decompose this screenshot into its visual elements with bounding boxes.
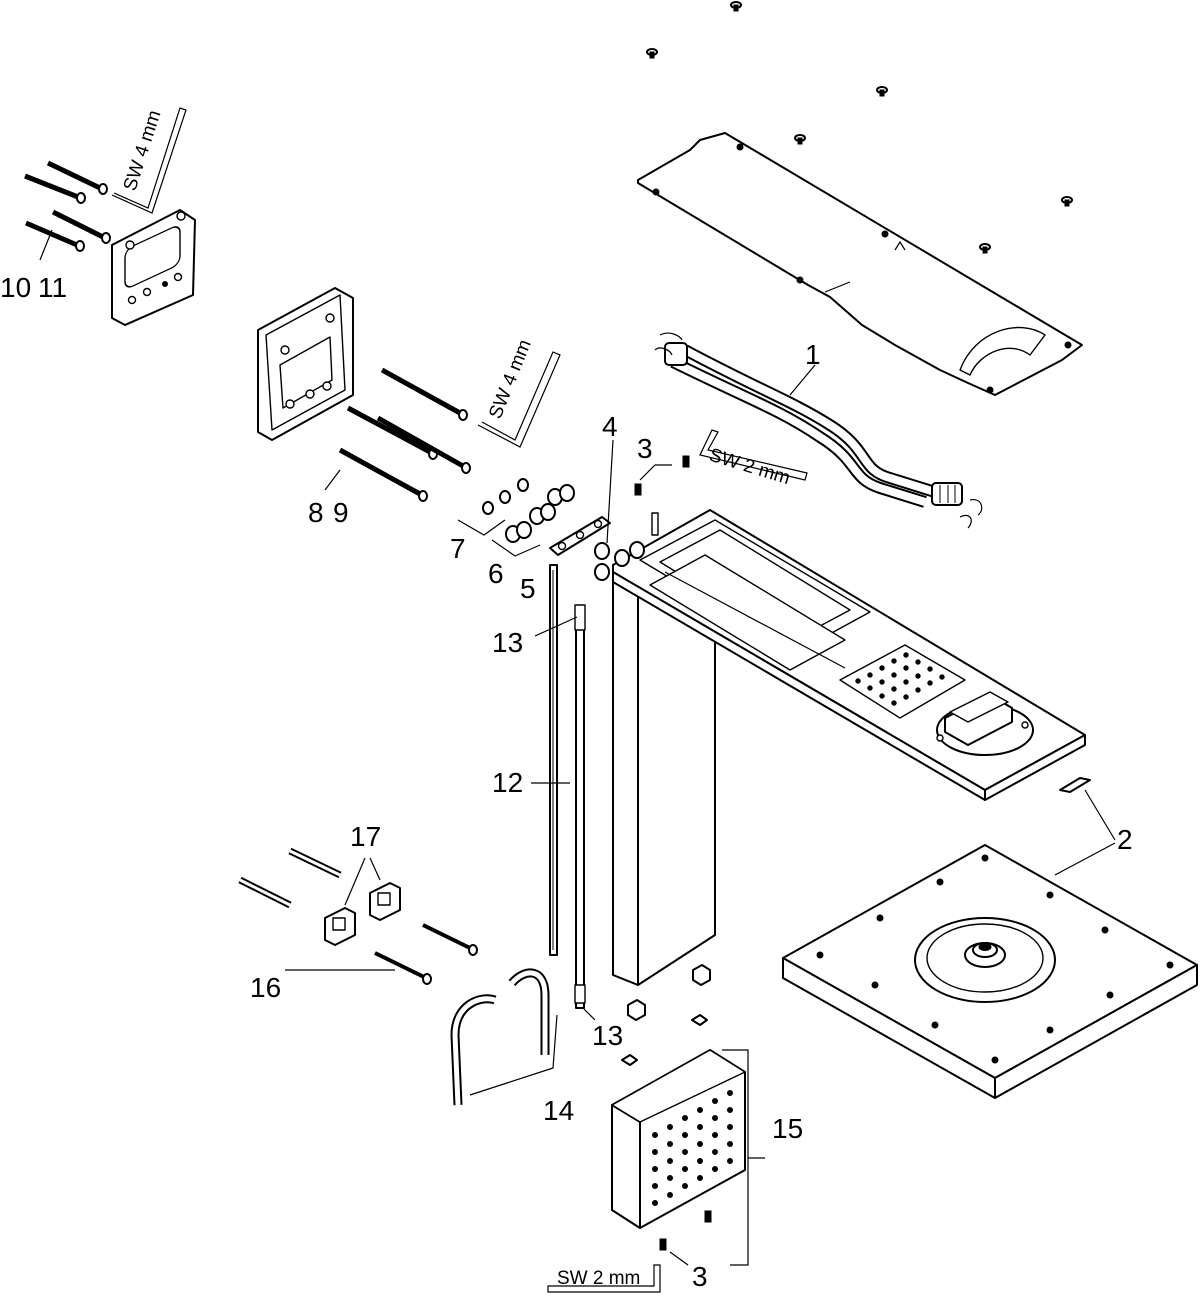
head-plate-screws — [816, 854, 1174, 1064]
callout-10: 10 — [0, 272, 31, 303]
shower-head-plate — [782, 844, 1198, 1099]
grid-holes — [855, 652, 945, 706]
callout-13-upper: 13 — [492, 627, 523, 658]
nuts — [621, 964, 711, 1066]
clips-2 — [1054, 777, 1116, 876]
hex-key-size-label: SW 4 mm — [120, 108, 166, 194]
wall-plate-large — [257, 287, 354, 441]
callout-17: 17 — [350, 821, 381, 852]
connection-hoses — [654, 332, 983, 529]
callout-15: 15 — [772, 1113, 803, 1144]
callout-5: 5 — [520, 573, 536, 604]
screws-16 — [285, 923, 478, 985]
hex-key-size-label: SW 2 mm — [557, 1268, 640, 1289]
rod-13 — [574, 604, 586, 1009]
callout-4: 4 — [602, 411, 618, 442]
callout-6: 6 — [488, 558, 504, 589]
hex-key-small-lower: SW 2 mm — [547, 1264, 661, 1293]
gasket-plate-5 — [549, 516, 611, 556]
callout-8: 8 — [308, 497, 324, 528]
hex-key-size-label: SW 2 mm — [707, 445, 793, 489]
small-head-15 — [611, 1049, 765, 1266]
callout-1: 1 — [805, 339, 821, 370]
rod-12 — [549, 564, 558, 956]
shower-arm-body — [594, 509, 1086, 986]
set-screws-upper — [634, 455, 690, 496]
brackets-14 — [450, 968, 558, 1106]
hex-key-small-upper: SW 2 mm — [699, 429, 808, 489]
wall-screws-small — [24, 160, 111, 252]
callout-3-lower: 3 — [692, 1261, 708, 1292]
cover-plate — [637, 132, 1083, 396]
o-rings-6 — [491, 484, 575, 557]
callout-13-lower: 13 — [592, 1020, 623, 1051]
ring-4 — [594, 439, 614, 560]
callout-12: 12 — [492, 767, 523, 798]
cover-screws — [646, 1, 1073, 254]
callout-14: 14 — [543, 1095, 574, 1126]
small-head-holes — [652, 1090, 733, 1206]
dowels-17 — [238, 847, 342, 909]
wall-screws-large — [338, 367, 471, 502]
callout-7: 7 — [450, 533, 466, 564]
wall-plate-small — [111, 209, 196, 326]
hex-key-middle: SW 4 mm — [477, 337, 561, 448]
set-screws-lower — [659, 1210, 712, 1266]
anchors-17 — [324, 857, 401, 946]
callout-3-upper: 3 — [637, 433, 653, 464]
callout-2: 2 — [1117, 824, 1133, 855]
callout-9: 9 — [333, 497, 349, 528]
callout-16: 16 — [250, 972, 281, 1003]
plugs-7 — [457, 478, 529, 536]
hex-key-top-left: SW 4 mm — [111, 107, 187, 214]
callout-11: 11 — [38, 272, 67, 303]
